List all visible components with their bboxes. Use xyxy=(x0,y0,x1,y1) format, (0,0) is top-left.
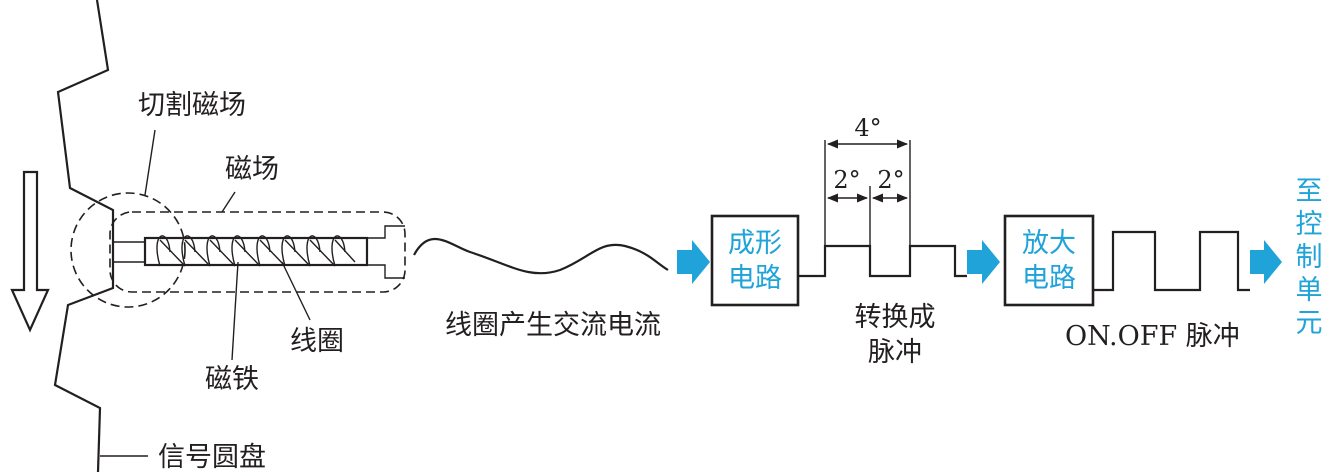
ac-waveform xyxy=(413,237,669,275)
angle-total-label: 4° xyxy=(854,114,881,142)
coil-current-label: 线圈产生交流电流 xyxy=(445,310,661,341)
convert-pulse-label-1: 转换成 xyxy=(855,302,936,333)
to-control-char-1: 至 xyxy=(1296,176,1323,207)
to-control-char-3: 制 xyxy=(1296,242,1323,273)
coil-label: 线圈 xyxy=(290,326,344,357)
cut-field-label: 切割磁场 xyxy=(138,90,246,121)
signal-disk-label: 信号圆盘 xyxy=(158,442,266,472)
onoff-pulse-train xyxy=(1093,230,1250,292)
shaping-circuit-label-2: 电路 xyxy=(728,263,782,294)
arrow-to-control xyxy=(1250,240,1282,284)
shaping-circuit-label-1: 成形 xyxy=(728,228,782,259)
convert-pulse-label-2: 脉冲 xyxy=(868,337,922,368)
to-control-unit-label: 至 控 制 单 元 xyxy=(1296,176,1323,339)
angle-half-label-2: 2° xyxy=(877,166,904,194)
arrow-to-shaping xyxy=(677,240,710,284)
to-control-char-5: 元 xyxy=(1296,308,1323,339)
to-control-char-2: 控 xyxy=(1296,209,1323,240)
rotation-arrow xyxy=(10,170,50,333)
arrow-to-amp xyxy=(967,240,1000,284)
magnet-leader xyxy=(231,261,239,361)
lead-wires xyxy=(112,225,405,279)
magnet-core xyxy=(143,236,369,267)
amplifier-circuit-box xyxy=(1003,214,1095,307)
magnetic-field-envelope xyxy=(109,211,406,293)
magnetic-field-leader xyxy=(221,191,236,213)
cut-field-circle xyxy=(70,192,186,308)
shaping-circuit-box xyxy=(710,214,800,307)
coil-leader xyxy=(281,261,311,321)
cut-field-leader xyxy=(144,129,156,196)
to-control-char-4: 单 xyxy=(1296,275,1323,306)
magnetic-field-label: 磁场 xyxy=(225,154,279,185)
coil-windings xyxy=(156,235,356,267)
converted-pulse-train xyxy=(798,244,967,278)
magnet-label: 磁铁 xyxy=(205,364,259,395)
signal-disk-edge xyxy=(53,0,115,472)
amplifier-circuit-label-2: 电路 xyxy=(1022,263,1076,294)
angle-dimensions xyxy=(824,139,911,246)
amplifier-circuit-label-1: 放大 xyxy=(1022,228,1076,259)
onoff-pulse-label: ON.OFF 脉冲 xyxy=(1065,321,1240,352)
angle-half-label-1: 2° xyxy=(833,166,860,194)
